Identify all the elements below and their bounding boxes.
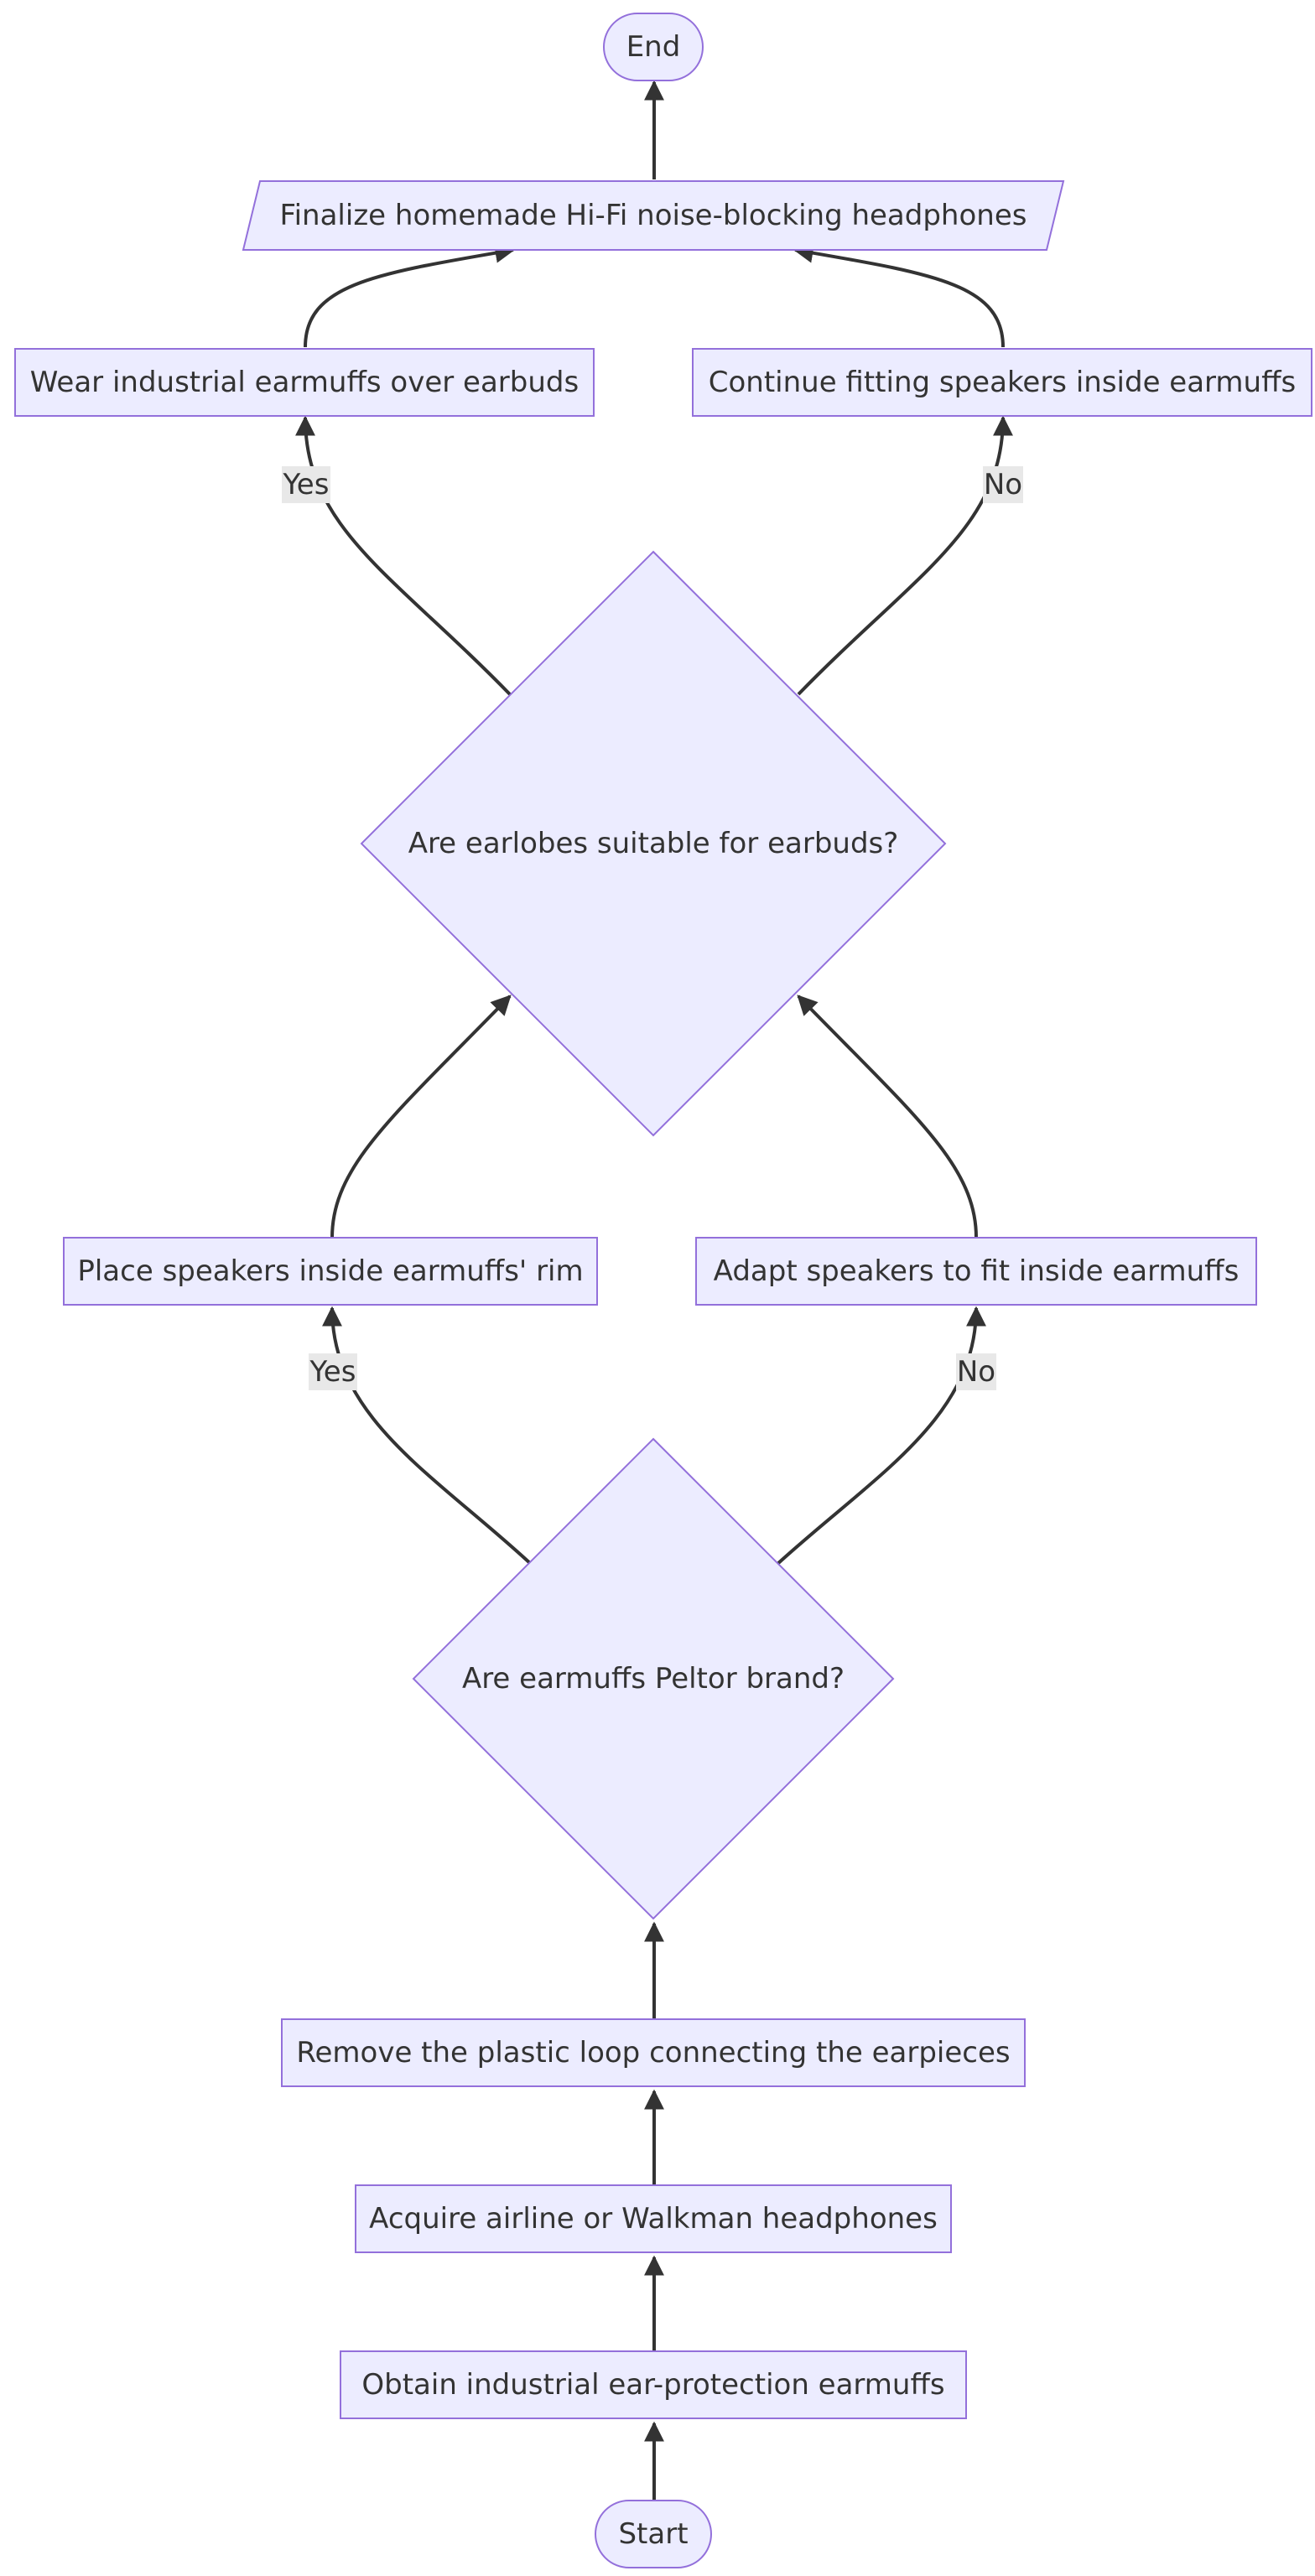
remove-loop-node: Remove the plastic loop connecting the e… bbox=[281, 2018, 1026, 2087]
edge-label-text: No bbox=[957, 1355, 995, 1389]
end-label: End bbox=[626, 30, 681, 64]
wear-node: Wear industrial earmuffs over earbuds bbox=[14, 348, 595, 417]
adapt-speakers-node: Adapt speakers to fit inside earmuffs bbox=[695, 1237, 1257, 1306]
acquire-headphones-node: Acquire airline or Walkman headphones bbox=[355, 2184, 952, 2253]
place-speakers-node: Place speakers inside earmuffs' rim bbox=[63, 1237, 598, 1306]
end-node: End bbox=[603, 13, 704, 81]
edge-continue-to-finalize bbox=[793, 242, 1005, 348]
peltor-decision-node: Are earmuffs Peltor brand? bbox=[412, 1437, 895, 1920]
start-node: Start bbox=[595, 2500, 712, 2568]
edge-label-peltor-no: No bbox=[956, 1353, 996, 1390]
remove-loop-label: Remove the plastic loop connecting the e… bbox=[296, 2036, 1010, 2070]
edge-label-earlobes-yes: Yes bbox=[282, 466, 330, 503]
continue-fitting-label: Continue fitting speakers inside earmuff… bbox=[709, 366, 1297, 399]
place-speakers-label: Place speakers inside earmuffs' rim bbox=[77, 1254, 583, 1288]
obtain-earmuffs-label: Obtain industrial ear-protection earmuff… bbox=[361, 2368, 944, 2402]
edge-wear-to-finalize bbox=[304, 242, 516, 348]
edge-place-to-earlobes bbox=[330, 995, 512, 1239]
edge-peltor-yes bbox=[322, 1306, 533, 1566]
edge-earlobes-no bbox=[797, 415, 1013, 696]
edge-label-peltor-yes: Yes bbox=[309, 1353, 357, 1390]
earlobes-decision-label: Are earlobes suitable for earbuds? bbox=[408, 827, 899, 860]
start-label: Start bbox=[618, 2517, 688, 2551]
edge-label-text: Yes bbox=[309, 1355, 356, 1389]
acquire-headphones-label: Acquire airline or Walkman headphones bbox=[369, 2202, 938, 2236]
obtain-earmuffs-node: Obtain industrial ear-protection earmuff… bbox=[340, 2350, 967, 2419]
finalize-label: Finalize homemade Hi-Fi noise-blocking h… bbox=[280, 199, 1027, 232]
edge-peltor-no bbox=[775, 1306, 986, 1566]
edge-label-text: No bbox=[984, 468, 1022, 501]
earlobes-decision-node: Are earlobes suitable for earbuds? bbox=[360, 550, 947, 1137]
edge-label-earlobes-no: No bbox=[983, 466, 1023, 503]
edge-label-text: Yes bbox=[283, 468, 330, 501]
peltor-decision-label: Are earmuffs Peltor brand? bbox=[462, 1662, 845, 1696]
edge-earlobes-yes bbox=[295, 415, 512, 696]
finalize-node: Finalize homemade Hi-Fi noise-blocking h… bbox=[242, 180, 1065, 251]
adapt-speakers-label: Adapt speakers to fit inside earmuffs bbox=[714, 1254, 1240, 1288]
wear-label: Wear industrial earmuffs over earbuds bbox=[30, 366, 579, 399]
edge-adapt-to-earlobes bbox=[797, 995, 978, 1239]
continue-fitting-node: Continue fitting speakers inside earmuff… bbox=[692, 348, 1312, 417]
edges bbox=[295, 80, 1013, 2521]
